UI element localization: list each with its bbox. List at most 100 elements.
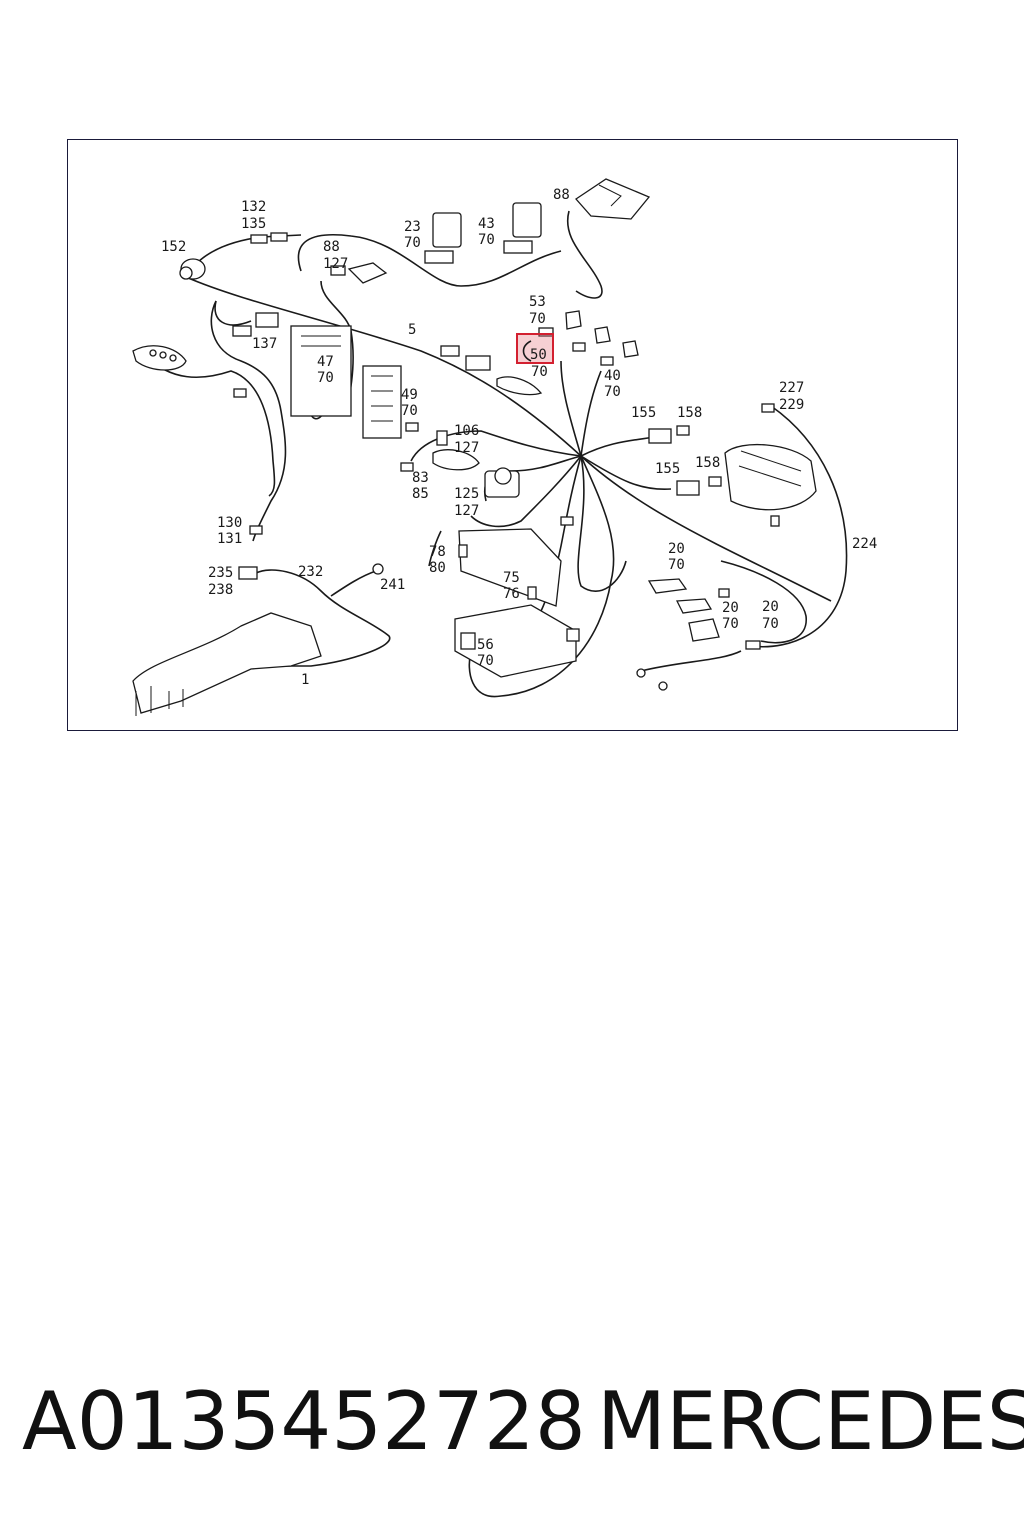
callout-label: 70: [722, 616, 739, 632]
harness-branch-224: [750, 405, 848, 648]
module-88-icon: [575, 178, 651, 220]
harness-fanout-1: [560, 360, 582, 457]
callout-label: 23: [404, 219, 421, 235]
harness-241: [330, 570, 377, 597]
callout-label: 70: [762, 616, 779, 632]
harness-branch-right-low: [720, 560, 807, 644]
connector-235-icon: [238, 566, 258, 580]
callout-label: 106: [454, 423, 479, 439]
callout-label: 132: [241, 199, 266, 215]
sensor-106-icon: [432, 430, 480, 471]
callout-label: 40: [604, 368, 621, 384]
callout-label: 127: [454, 440, 479, 456]
connector-155b-icon: [676, 476, 722, 496]
harness-branch-137: [214, 300, 252, 326]
callout-label: 83: [412, 470, 429, 486]
callout-label: 88: [323, 239, 340, 255]
callout-label: 131: [217, 531, 242, 547]
brand-name: MERCEDES: [597, 1375, 1024, 1468]
callout-label: 238: [208, 582, 233, 598]
relay-block-49-icon: [362, 365, 402, 439]
connector-241-icon: [372, 563, 384, 575]
callout-label: 70: [604, 384, 621, 400]
callout-label: 76: [503, 586, 520, 602]
harness-branch-78: [428, 530, 442, 567]
harness-fanout-6: [410, 430, 582, 462]
callout-label: 47: [317, 354, 334, 370]
callout-label: 70: [404, 235, 421, 251]
callout-label: 70: [531, 364, 548, 380]
callout-label: 158: [695, 455, 720, 471]
harness-fanout-4: [580, 455, 672, 491]
callout-label: 75: [503, 570, 520, 586]
part-number: A0135452728: [22, 1375, 586, 1468]
callout-label: 70: [478, 232, 495, 248]
callout-label: 20: [722, 600, 739, 616]
ground-terminals-icon: [636, 668, 668, 691]
harness-branch-ground: [640, 650, 742, 672]
callout-label: 43: [478, 216, 495, 232]
wiring-harness-diagram: 132 135 152 88 127 23 70 43 70 88 137 5 …: [132, 178, 877, 716]
callout-label: 235: [208, 565, 233, 581]
callout-label: 5: [408, 322, 416, 338]
callout-label: 20: [668, 541, 685, 557]
small-connectors-icon: [233, 232, 780, 600]
callout-label: 130: [217, 515, 242, 531]
callout-label: 20: [762, 599, 779, 615]
callout-label: 70: [477, 653, 494, 669]
callout-label: 155: [631, 405, 656, 421]
wiring-diagram-frame: 132 135 152 88 127 23 70 43 70 88 137 5 …: [67, 139, 958, 731]
inline-connectors-icon: [440, 345, 543, 396]
callout-label: 78: [429, 544, 446, 560]
callout-label: 88: [553, 187, 570, 203]
switch-125-icon: [484, 467, 520, 498]
callout-label: 70: [401, 403, 418, 419]
main-harness-trunk: [185, 276, 832, 602]
harness-fanout-2: [580, 370, 602, 457]
callout-label: 49: [401, 387, 418, 403]
relay-43-icon: [503, 202, 542, 254]
callout-label: 127: [323, 256, 348, 272]
connector-88-127-icon: [330, 262, 388, 284]
callout-label: 158: [677, 405, 702, 421]
actuators-20-icon: [647, 578, 761, 650]
callout-label: 56: [477, 637, 494, 653]
harness-fanout-10: [470, 455, 582, 528]
harness-branch-left-lamp: [145, 355, 276, 497]
callout-label: 135: [241, 216, 266, 232]
callout-label: 224: [852, 536, 877, 552]
harness-fanout-8: [468, 455, 615, 698]
control-unit-56-icon: [454, 604, 580, 678]
highlight-wire-50: [522, 340, 532, 362]
harness-branch-left-loop: [210, 300, 287, 542]
callout-label: 152: [161, 239, 186, 255]
dashboard-frame-icon: [132, 612, 322, 716]
callout-label: 127: [454, 503, 479, 519]
callout-label: 70: [529, 311, 546, 327]
callout-label: 70: [668, 557, 685, 573]
callout-label: 227: [779, 380, 804, 396]
callout-label: 232: [298, 564, 323, 580]
callout-label: 137: [252, 336, 277, 352]
callout-label: 241: [380, 577, 405, 593]
callout-label: 70: [317, 370, 334, 386]
connector-137-icon: [232, 312, 279, 337]
callout-label: 125: [454, 486, 479, 502]
callout-label-highlighted: 50: [530, 347, 547, 363]
callout-label: 53: [529, 294, 546, 310]
callout-label: 155: [655, 461, 680, 477]
callout-label: 1: [301, 672, 309, 688]
connector-155a-icon: [648, 425, 690, 444]
callout-label: 85: [412, 486, 429, 502]
relay-23-icon: [424, 212, 462, 264]
switch-cluster-icon: [565, 310, 639, 366]
footer: A0135452728 MERCEDES: [0, 1372, 1024, 1472]
harness-branch-upper: [297, 234, 562, 287]
blower-motor-icon: [724, 443, 817, 511]
callout-label: 80: [429, 560, 446, 576]
connector-152-icon: [179, 258, 206, 280]
harness-fanout-9: [577, 455, 627, 592]
fuse-box-47-icon: [290, 325, 352, 417]
harness-branch-88: [566, 210, 603, 299]
callout-label: 229: [779, 397, 804, 413]
